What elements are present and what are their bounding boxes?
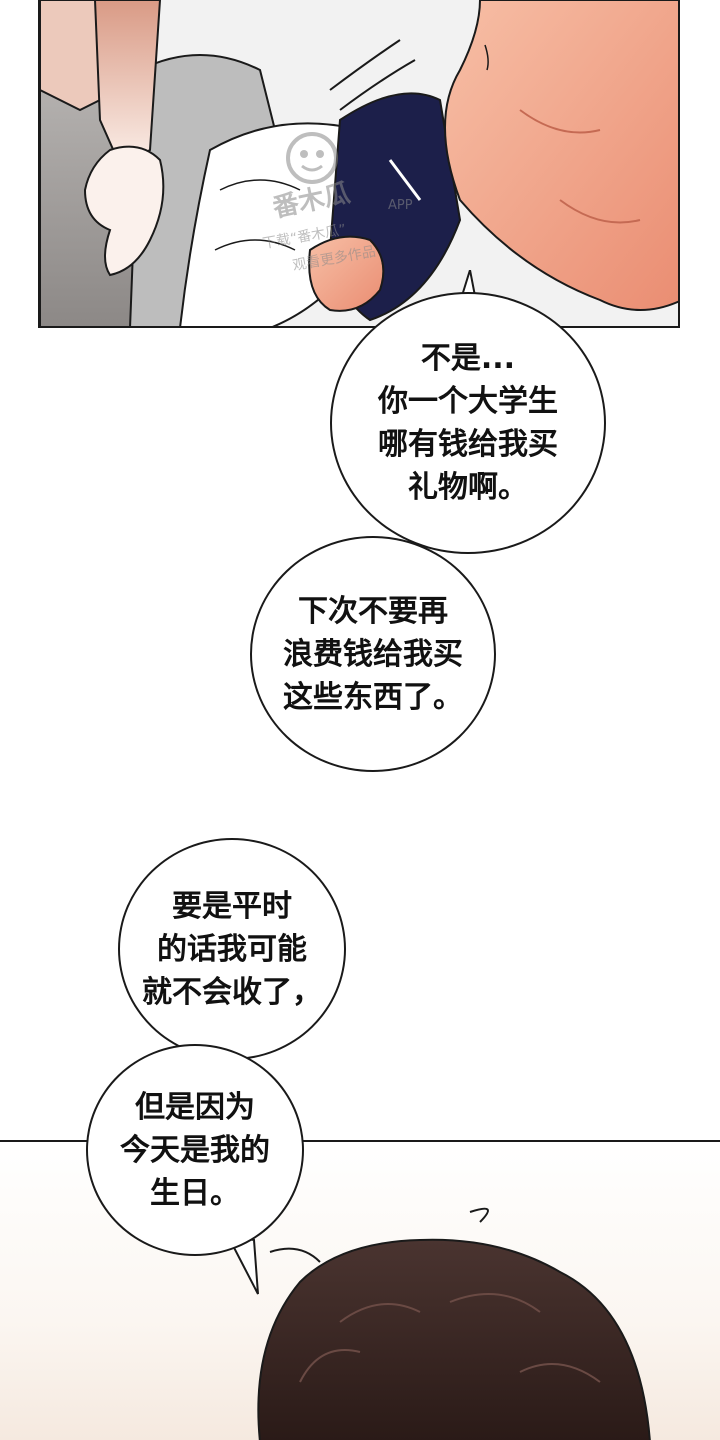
speech-bubble-4: 但是因为 今天是我的 生日。	[86, 1044, 304, 1256]
speech-bubble-1: 不是... 你一个大学生 哪有钱给我买 礼物啊。	[330, 292, 606, 554]
speech-bubble-2-text: 下次不要再 浪费钱给我买 这些东西了。	[283, 590, 463, 719]
top-comic-panel: 番木瓜 APP 下载“番木瓜” 观看更多作品	[38, 0, 680, 328]
bottom-panel-illustration	[257, 1207, 651, 1440]
bubble-2-line-1: 下次不要再	[298, 593, 448, 629]
bubble-4-line-3: 生日。	[150, 1175, 240, 1211]
bubble-1-line-3: 哪有钱给我买	[378, 427, 558, 462]
bubble-1-line-1: 不是...	[420, 341, 516, 376]
speech-bubble-1-text: 不是... 你一个大学生 哪有钱给我买 礼物啊。	[378, 337, 558, 509]
speech-bubble-3-text: 要是平时 的话我可能 就不会收了，	[142, 885, 322, 1014]
speech-bubble-4-text: 但是因为 今天是我的 生日。	[120, 1086, 270, 1215]
bubble-4-line-1: 但是因为	[135, 1089, 255, 1125]
bubble-4-line-2: 今天是我的	[120, 1132, 270, 1168]
bubble-2-line-3: 这些东西了。	[283, 679, 463, 715]
bubble-2-line-2: 浪费钱给我买	[283, 636, 463, 672]
speech-bubble-3: 要是平时 的话我可能 就不会收了，	[118, 838, 346, 1060]
bubble-3-line-1: 要是平时	[172, 888, 292, 924]
bubble-3-line-3: 就不会收了，	[142, 974, 322, 1010]
bubble-1-line-2: 你一个大学生	[378, 384, 558, 419]
bubble-1-line-4: 礼物啊。	[408, 470, 528, 505]
speech-bubble-2: 下次不要再 浪费钱给我买 这些东西了。	[250, 536, 496, 772]
top-panel-illustration	[40, 0, 678, 326]
bubble-3-line-2: 的话我可能	[157, 931, 307, 967]
